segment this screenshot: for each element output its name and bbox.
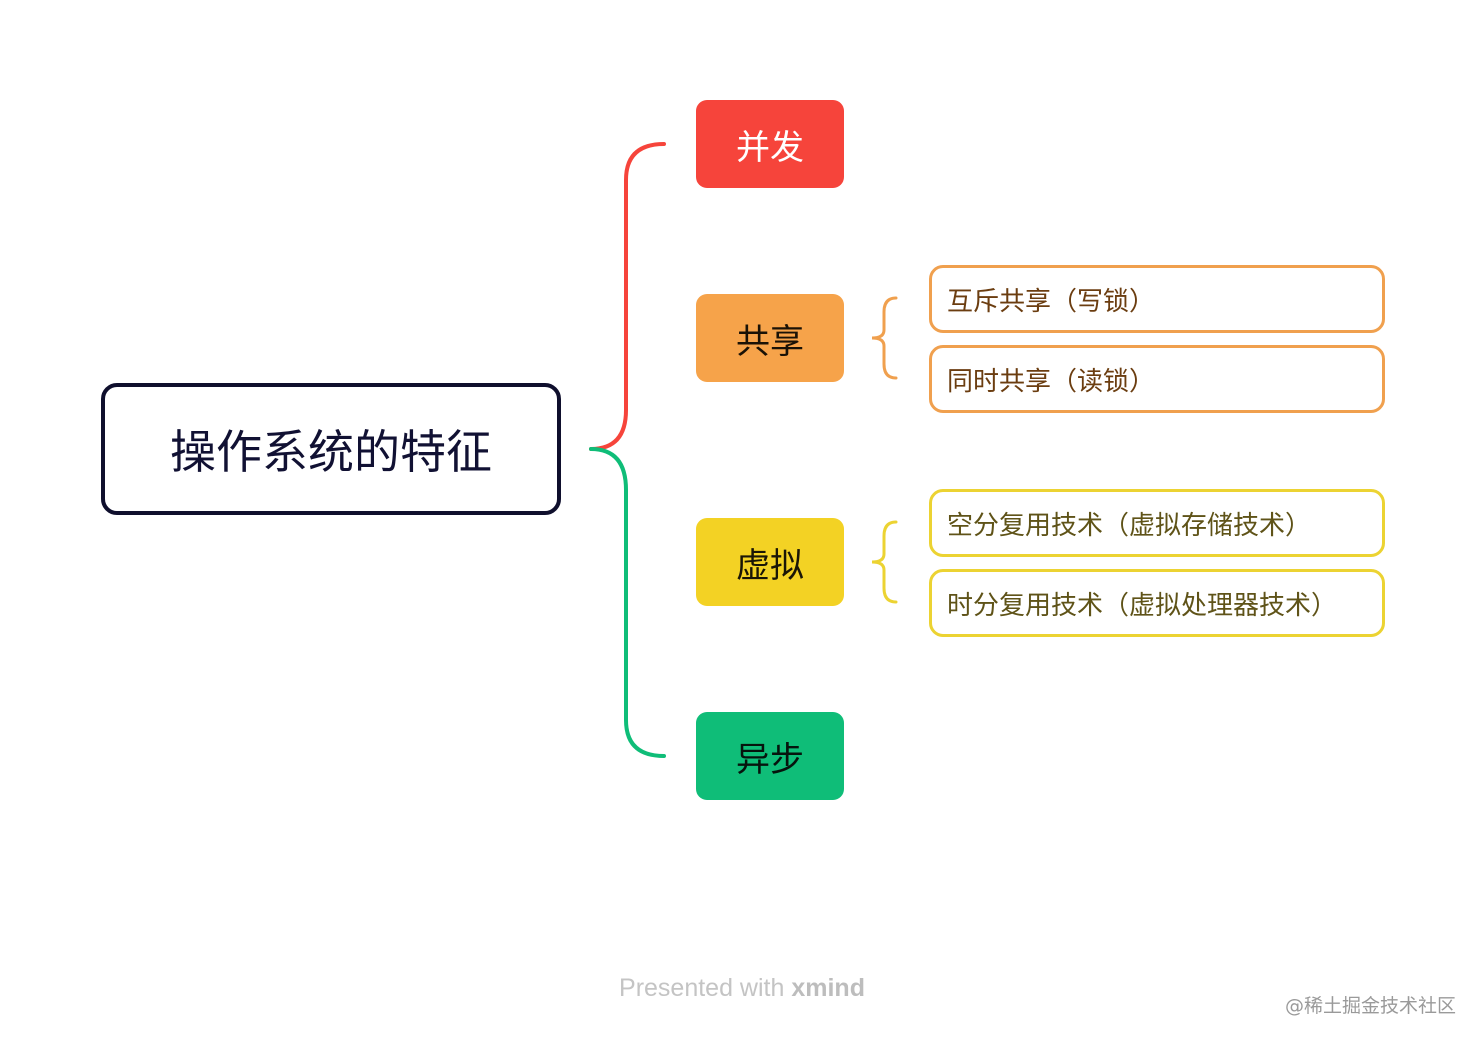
- brace-sharing: [871, 296, 898, 380]
- branch-virtualization-label: 虚拟: [736, 545, 804, 586]
- connector-root-to-async: [589, 447, 666, 758]
- leaf-time-division-label: 时分复用技术（虚拟处理器技术）: [947, 590, 1338, 621]
- leaf-mutex-sharing[interactable]: 互斥共享（写锁）: [929, 265, 1385, 333]
- root-topic-label: 操作系统的特征: [170, 425, 492, 479]
- leaf-simultaneous-sharing[interactable]: 同时共享（读锁）: [929, 345, 1385, 413]
- watermark: @稀土掘金技术社区: [1284, 995, 1456, 1017]
- branch-sharing-label: 共享: [736, 321, 804, 362]
- branch-asynchrony[interactable]: 异步: [696, 712, 844, 800]
- branch-virtualization[interactable]: 虚拟: [696, 518, 844, 606]
- leaf-time-division[interactable]: 时分复用技术（虚拟处理器技术）: [929, 569, 1385, 637]
- footer-prefix: Presented with: [619, 974, 792, 1002]
- branch-sharing[interactable]: 共享: [696, 294, 844, 382]
- branch-concurrency[interactable]: 并发: [696, 100, 844, 188]
- leaf-space-division-label: 空分复用技术（虚拟存储技术）: [947, 510, 1312, 541]
- leaf-mutex-sharing-label: 互斥共享（写锁）: [947, 286, 1156, 317]
- connector-root-to-concurrency: [589, 142, 666, 451]
- presented-with-footer: Presented with xmind: [0, 974, 1484, 1003]
- brace-virtual: [871, 520, 898, 604]
- branch-asynchrony-label: 异步: [736, 739, 804, 780]
- root-topic[interactable]: 操作系统的特征: [101, 383, 561, 515]
- xmind-logo: xmind: [791, 974, 865, 1002]
- branch-concurrency-label: 并发: [736, 127, 804, 168]
- leaf-space-division[interactable]: 空分复用技术（虚拟存储技术）: [929, 489, 1385, 557]
- leaf-simultaneous-sharing-label: 同时共享（读锁）: [947, 366, 1156, 397]
